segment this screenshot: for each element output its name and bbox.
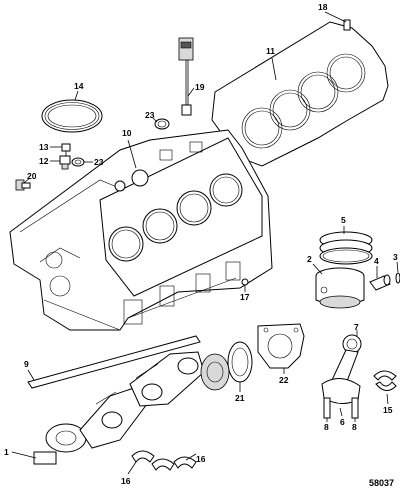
callout-7: 7: [354, 322, 359, 332]
callout-23-upper: 23: [145, 110, 155, 120]
rear-main-seal: [227, 341, 253, 383]
callout-8-right: 8: [352, 422, 357, 432]
seal-ring: [41, 99, 103, 133]
leader-14: [74, 90, 79, 101]
piston-rings: [319, 231, 373, 265]
wrist-pin: [369, 274, 391, 291]
leader-19: [187, 87, 195, 97]
plug-upper: [154, 118, 170, 130]
figure-number: 58037: [369, 478, 394, 488]
fitting-12: [59, 155, 71, 170]
leader-20: [23, 177, 31, 184]
sensor: [178, 37, 194, 116]
callout-17: 17: [240, 292, 250, 302]
callout-21: 21: [235, 393, 245, 403]
retaining-clip: [395, 272, 400, 284]
leader-2: [312, 263, 323, 275]
callout-5: 5: [341, 215, 346, 225]
crankshaft: [33, 351, 230, 465]
leader-3: [396, 261, 399, 273]
callout-18: 18: [318, 2, 328, 12]
sender-20: [15, 179, 31, 191]
fitting-13: [61, 143, 71, 157]
leader-9: [27, 369, 35, 381]
callout-10: 10: [122, 128, 132, 138]
callout-9: 9: [24, 359, 29, 369]
callout-22: 22: [279, 375, 289, 385]
cylinder-block: [9, 129, 273, 331]
leader-11: [271, 57, 277, 81]
callout-16-left: 16: [121, 476, 131, 486]
leader-18: [324, 11, 347, 23]
leader-1: [11, 451, 37, 459]
rear-cover-gasket: [257, 323, 305, 369]
callout-6: 6: [340, 417, 345, 427]
callout-8-left: 8: [324, 422, 329, 432]
callout-14: 14: [74, 81, 84, 91]
callout-19: 19: [195, 82, 205, 92]
rod-bearing: [373, 370, 397, 391]
main-bearings: [131, 450, 197, 471]
piston: [315, 267, 365, 309]
callout-1: 1: [4, 447, 9, 457]
dowel-pin: [343, 19, 351, 31]
bolt-17: [241, 278, 249, 286]
callout-23-lower: 23: [94, 157, 104, 167]
leader-10: [127, 139, 137, 169]
leader-16a: [127, 461, 137, 475]
callout-4: 4: [374, 256, 379, 266]
callout-11: 11: [266, 46, 275, 56]
leader-16b: [185, 453, 197, 461]
callout-3: 3: [393, 252, 398, 262]
leader-23a: [152, 117, 158, 123]
callout-13: 13: [39, 142, 49, 152]
plug-lower: [71, 157, 85, 167]
gasket-strip: [27, 335, 201, 389]
connecting-rod: [321, 334, 362, 419]
leader-6: [339, 407, 343, 417]
callout-16-right: 16: [196, 454, 206, 464]
callout-2: 2: [307, 254, 312, 264]
leader-15: [386, 393, 389, 405]
callout-12: 12: [39, 156, 49, 166]
callout-20: 20: [27, 171, 37, 181]
callout-15: 15: [383, 405, 393, 415]
